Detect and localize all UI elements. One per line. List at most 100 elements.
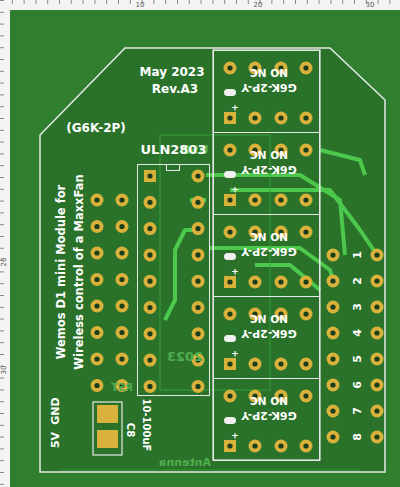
through-hole-pad — [275, 440, 288, 453]
drill-hole — [252, 279, 257, 284]
through-hole-pad — [327, 353, 340, 366]
drill-hole — [119, 250, 124, 255]
smd-pad — [97, 405, 118, 423]
drill-hole — [195, 200, 200, 205]
silkscreen-text: Wemos D1 mini Module for — [56, 185, 68, 360]
through-hole-pad — [371, 431, 384, 444]
capacitor-outline — [93, 402, 122, 455]
through-hole-pad — [300, 62, 313, 75]
bottom-silkscreen-text: RST — [111, 383, 133, 393]
drill-hole — [330, 408, 335, 413]
ruler-number: 20 — [1, 258, 8, 267]
drill-hole — [330, 252, 335, 257]
drill-hole — [278, 361, 283, 366]
drill-hole — [303, 393, 308, 398]
through-hole-pad — [144, 196, 157, 209]
through-hole-pad — [192, 170, 205, 183]
silkscreen-text: 7 — [352, 407, 363, 415]
silkscreen-text: 1 — [352, 251, 363, 259]
contact-label: NO NC — [250, 396, 288, 407]
drill-hole — [119, 330, 124, 335]
silkscreen-text: 4 — [352, 329, 363, 337]
through-hole-pad — [144, 248, 157, 261]
contact-label: NO NC — [250, 232, 288, 243]
drill-hole — [374, 304, 379, 309]
drill-hole — [195, 279, 200, 284]
pin1-marker — [224, 335, 236, 342]
drill-hole — [374, 252, 379, 257]
through-hole-pad — [300, 276, 313, 289]
drill-hole — [227, 361, 232, 366]
relay-outline: G6K-2P-YNO NC+ — [213, 132, 320, 215]
silkscreen-text: Rev.A3 — [152, 83, 198, 95]
polarity-mark: + — [231, 431, 239, 440]
drill-hole — [94, 250, 99, 255]
ruler-left — [0, 0, 10, 487]
drill-hole — [119, 356, 124, 361]
through-hole-pad — [116, 247, 129, 260]
through-hole-pad — [327, 249, 340, 262]
bottom-silkscreen-text: 2023 — [167, 350, 203, 363]
through-hole-pad — [91, 326, 104, 339]
through-hole-pad — [91, 273, 104, 286]
polarity-mark: + — [231, 103, 239, 112]
copper-traces — [165, 150, 377, 320]
contact-label: NO NC — [250, 150, 288, 161]
drill-hole — [303, 115, 308, 120]
drill-hole — [330, 382, 335, 387]
drill-hole — [374, 278, 379, 283]
silkscreen-text: 6 — [352, 381, 363, 389]
silkscreen-text: 3 — [352, 303, 363, 311]
polarity-mark: + — [231, 267, 239, 276]
through-hole-pad — [327, 431, 340, 444]
ruler-number: 30 — [366, 2, 375, 9]
through-hole-pad — [224, 358, 236, 370]
through-hole-pad — [192, 301, 205, 314]
pad-group — [91, 62, 384, 453]
drill-hole — [303, 279, 308, 284]
through-hole-pad — [192, 196, 205, 209]
through-hole-pad — [116, 220, 129, 233]
drill-hole — [119, 303, 124, 308]
through-hole-pad — [116, 300, 129, 313]
contact-label: NO NC — [250, 68, 288, 79]
drill-hole — [195, 252, 200, 257]
relay-part-number: G6K-2P-Y — [241, 164, 296, 175]
ic-name: ULN2803 — [141, 143, 207, 156]
drill-hole — [303, 147, 308, 152]
relay-part-number: G6K-2P-Y — [241, 82, 296, 93]
through-hole-pad — [327, 379, 340, 392]
drill-hole — [147, 279, 152, 284]
relay-part-number: G6K-2P-Y — [241, 328, 296, 339]
drill-hole — [119, 197, 124, 202]
through-hole-pad — [275, 358, 288, 371]
drill-hole — [94, 277, 99, 282]
ruler-number: 20 — [254, 2, 263, 9]
through-hole-pad — [275, 194, 288, 207]
drill-hole — [278, 197, 283, 202]
silkscreen-text: 2 — [352, 277, 363, 285]
drill-hole — [252, 197, 257, 202]
through-hole-pad — [249, 194, 262, 207]
through-hole-pad — [300, 390, 313, 403]
polarity-mark: + — [231, 349, 239, 358]
through-hole-pad — [91, 220, 104, 233]
ruler-number: 30 — [1, 366, 8, 375]
ruler-top — [0, 0, 400, 10]
drill-hole — [147, 252, 152, 257]
through-hole-pad — [91, 353, 104, 366]
drill-hole — [303, 361, 308, 366]
through-hole-pad — [249, 358, 262, 371]
drill-hole — [94, 197, 99, 202]
silkscreen-text: (G6K-2P) — [66, 122, 126, 134]
drill-hole — [330, 278, 335, 283]
faint-bottom-silkscreen — [60, 135, 360, 470]
drill-hole — [330, 304, 335, 309]
relay-outline: G6K-2P-YNO NC+ — [213, 214, 320, 297]
bottom-silkscreen-text: Antenna — [159, 457, 211, 468]
drill-hole — [303, 229, 308, 234]
drill-hole — [227, 443, 232, 448]
through-hole-pad — [192, 380, 205, 393]
